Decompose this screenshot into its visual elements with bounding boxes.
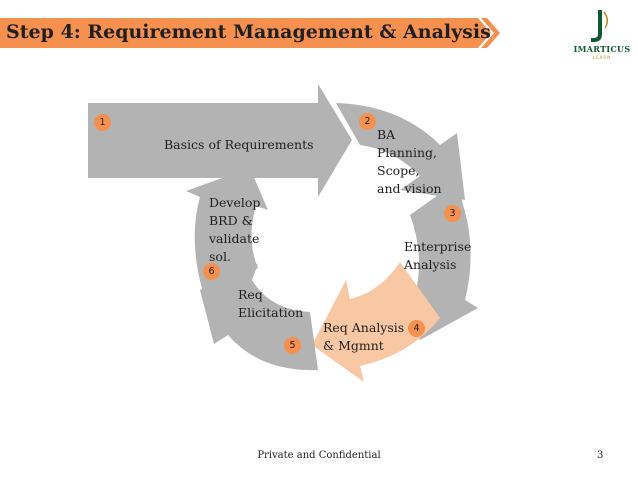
step-4-label: Req Analysis & Mgmnt — [323, 320, 405, 353]
step-1-arrow-head — [318, 84, 352, 197]
footer-confidential: Private and Confidential — [257, 450, 381, 461]
logo-tagline: LEARN — [592, 55, 612, 60]
step-1-badge: 1 — [94, 114, 111, 131]
slide-title: Step 4: Requirement Management & Analysi… — [6, 21, 491, 43]
title-banner — [0, 18, 500, 48]
step-6-badge: 6 — [203, 263, 220, 280]
logo-wordmark: IMARTICUS — [573, 44, 631, 54]
step-3-badge: 3 — [444, 205, 461, 222]
step-2-badge: 2 — [359, 113, 376, 130]
step-3-label: Enterprise Analysis — [404, 239, 472, 272]
step-5-badge: 5 — [284, 337, 301, 354]
step-1-arrow-body — [88, 103, 318, 178]
imarticus-logo-icon — [591, 10, 608, 42]
step-4-badge: 4 — [408, 320, 425, 337]
step-5-label: Req Elicitation — [238, 287, 304, 320]
step-1-label: Basics of Requirements — [164, 137, 314, 152]
step-2-label: BA Planning, Scope, and vision — [377, 127, 442, 196]
step-6-label: Develop BRD & validate sol. — [209, 195, 261, 264]
page-number: 3 — [597, 450, 604, 461]
step-4-arrow — [312, 262, 440, 382]
step-6-arrow — [186, 168, 268, 292]
